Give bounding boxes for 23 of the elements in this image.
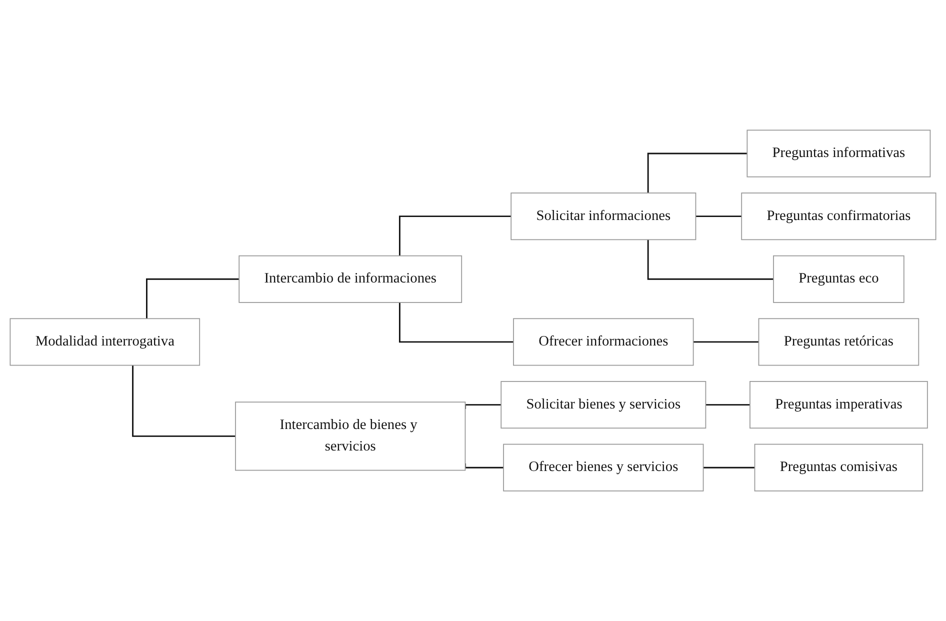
node-box: Modalidad interrogativa xyxy=(10,318,200,366)
node-box: Intercambio de bienes y servicios xyxy=(235,402,466,471)
connector xyxy=(647,240,774,280)
connector xyxy=(704,404,750,406)
node-box: Solicitar bienes y servicios xyxy=(500,380,706,428)
connector xyxy=(132,365,236,437)
connector xyxy=(692,341,759,343)
node-box: Ofrecer informaciones xyxy=(513,318,694,366)
node-box: Intercambio de informaciones xyxy=(238,255,462,303)
connector xyxy=(702,466,755,468)
node-box: Preguntas retóricas xyxy=(758,318,920,366)
connector xyxy=(695,216,742,217)
node-box: Preguntas confirmatorias xyxy=(741,192,936,240)
connector xyxy=(146,278,240,319)
connector xyxy=(398,216,512,256)
node-box: Preguntas comisivas xyxy=(754,444,924,492)
node-box: Solicitar informaciones xyxy=(510,192,696,240)
node-box: Preguntas informativas xyxy=(746,130,931,178)
node-box: Ofrecer bienes y servicios xyxy=(503,444,704,492)
connector xyxy=(398,302,514,343)
node-box: Preguntas eco xyxy=(773,255,904,303)
connector xyxy=(647,152,748,193)
node-box: Preguntas imperativas xyxy=(750,380,928,428)
